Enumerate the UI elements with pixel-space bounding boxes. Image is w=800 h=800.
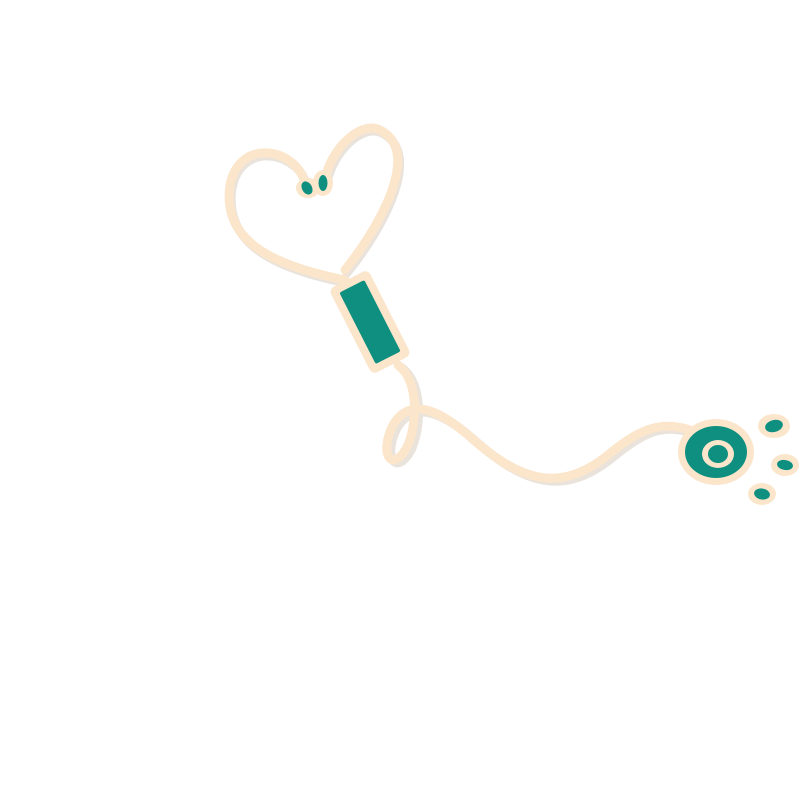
connector-block [330,271,410,373]
stethoscope-icon [224,123,799,505]
chest-piece [678,419,754,485]
dot-middle [771,454,799,476]
shadow-lower-tube [386,363,697,486]
tube-right-ear [320,123,403,275]
dot-top [758,414,790,438]
tube-lower [382,360,695,483]
tube-left-ear [224,148,350,285]
dot-bottom [748,483,776,505]
ear-tip-right [313,170,333,196]
